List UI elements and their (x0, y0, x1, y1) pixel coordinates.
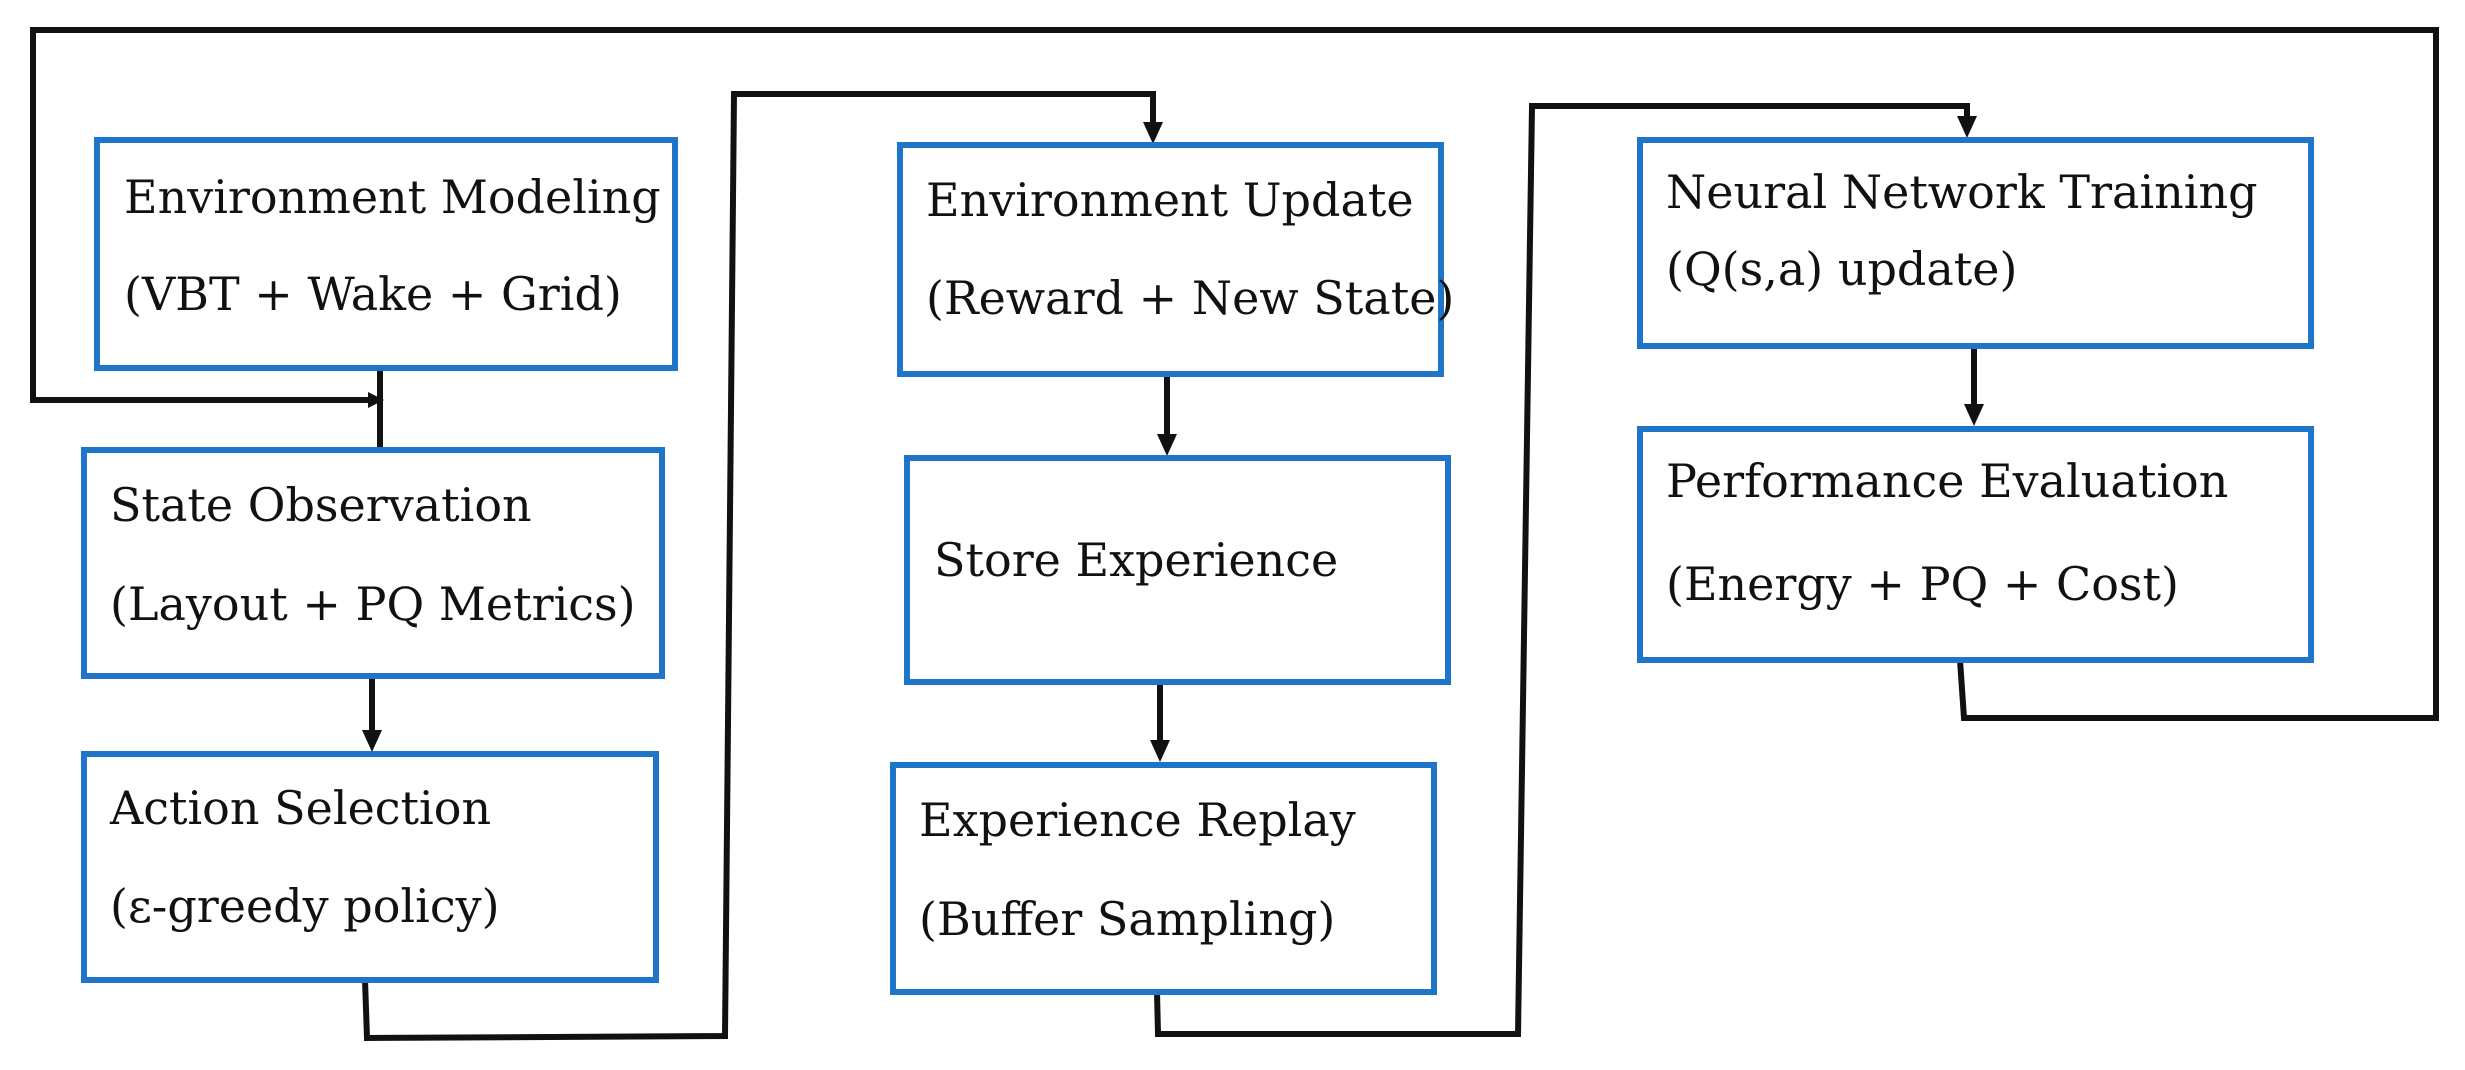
state-observation-detail: (Layout + PQ Metrics) (110, 577, 636, 631)
store-experience-title: Store Experience (934, 533, 1338, 587)
experience-replay-title: Experience Replay (919, 793, 1356, 847)
neural-network-training-title: Neural Network Training (1666, 165, 2258, 219)
state-observation-box: State Observation (Layout + PQ Metrics) (81, 447, 665, 679)
neural-network-training-box: Neural Network Training (Q(s,a) update) (1637, 137, 2314, 349)
observation-to-action-arrowhead (362, 730, 382, 752)
environment-update-title: Environment Update (926, 173, 1414, 227)
action-selection-box: Action Selection (ε-greedy policy) (81, 751, 659, 983)
environment-modeling-title: Environment Modeling (124, 170, 661, 224)
environment-update-detail: (Reward + New State) (926, 271, 1454, 325)
action-to-update-connector (362, 91, 1156, 1042)
training-to-evaluation-arrowhead (1964, 404, 1984, 426)
environment-update-box: Environment Update (Reward + New State) (897, 142, 1454, 377)
environment-modeling-detail: (VBT + Wake + Grid) (124, 267, 622, 321)
feedback-loop-arrowhead (368, 392, 384, 408)
environment-modeling-box: Environment Modeling (VBT + Wake + Grid) (94, 137, 678, 371)
state-observation-title: State Observation (110, 478, 532, 532)
experience-replay-box: Experience Replay (Buffer Sampling) (890, 762, 1437, 995)
performance-evaluation-detail: (Energy + PQ + Cost) (1666, 557, 2179, 611)
store-to-replay-arrowhead (1150, 740, 1170, 762)
performance-evaluation-title: Performance Evaluation (1666, 454, 2228, 508)
performance-evaluation-box: Performance Evaluation (Energy + PQ + Co… (1637, 426, 2314, 663)
feedback-loop-connector (30, 27, 2439, 721)
neural-network-training-detail: (Q(s,a) update) (1666, 242, 2017, 296)
action-to-update-arrowhead (1143, 122, 1163, 144)
action-selection-detail: (ε-greedy policy) (110, 879, 500, 933)
action-selection-title: Action Selection (109, 781, 491, 835)
update-to-store-arrowhead (1157, 434, 1177, 456)
replay-to-training-arrowhead (1957, 116, 1977, 138)
experience-replay-detail: (Buffer Sampling) (919, 892, 1335, 946)
replay-to-training-connector (1154, 103, 1970, 1037)
store-experience-box: Store Experience (904, 455, 1451, 685)
